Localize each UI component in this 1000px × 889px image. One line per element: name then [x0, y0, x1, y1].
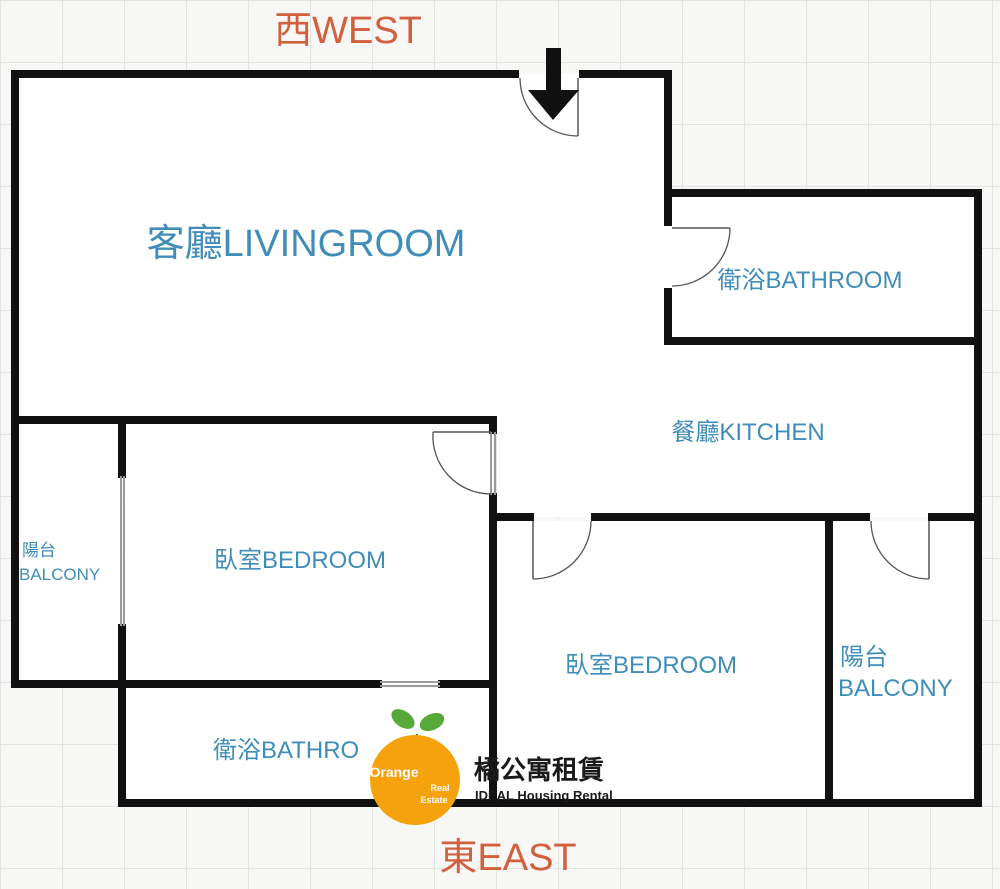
room-label-balcony-right-cn: 陽台: [840, 644, 888, 671]
room-label-bathroom-top: 衛浴BATHROOM: [718, 267, 903, 294]
leaf-left-icon: [391, 709, 415, 729]
logo-sub2: Estate: [420, 795, 447, 805]
bedroom-right-door[interactable]: [532, 520, 592, 580]
entrance-door[interactable]: [519, 77, 579, 137]
room-label-bedroom-right: 臥室BEDROOM: [565, 652, 737, 679]
bedroom-left-door[interactable]: [432, 431, 492, 495]
glass-partitions: [120, 432, 496, 687]
brand-logo: Orange Real Estate: [369, 709, 460, 825]
room-label-balcony-left-en: BALCONY: [19, 565, 100, 584]
brand-name-en: IDEAL Housing Rental: [475, 788, 613, 803]
logo-word: Orange: [369, 764, 418, 780]
logo-sub1: Real: [430, 783, 449, 793]
room-label-living: 客廳LIVINGROOM: [147, 223, 466, 265]
walls: [11, 70, 982, 807]
room-label-bathroom-bottom: 衛浴BATHRO: [213, 737, 359, 764]
balcony-right-door[interactable]: [870, 520, 930, 580]
compass-east: 東EAST: [439, 837, 576, 879]
bathroom-top-door[interactable]: [671, 227, 731, 287]
room-label-bedroom-left: 臥室BEDROOM: [214, 547, 386, 574]
entrance-arrow-icon: [528, 48, 579, 120]
leaf-right-icon: [419, 712, 445, 732]
room-label-kitchen: 餐廳KITCHEN: [671, 419, 824, 446]
room-label-balcony-left-cn: 陽台: [22, 541, 56, 560]
orange-icon: [370, 735, 460, 825]
compass-west: 西WEST: [274, 10, 422, 52]
room-label-balcony-right-en: BALCONY: [838, 675, 953, 702]
room-fills: [15, 74, 978, 803]
brand-name-cn: 橘公寓租賃: [474, 755, 604, 785]
